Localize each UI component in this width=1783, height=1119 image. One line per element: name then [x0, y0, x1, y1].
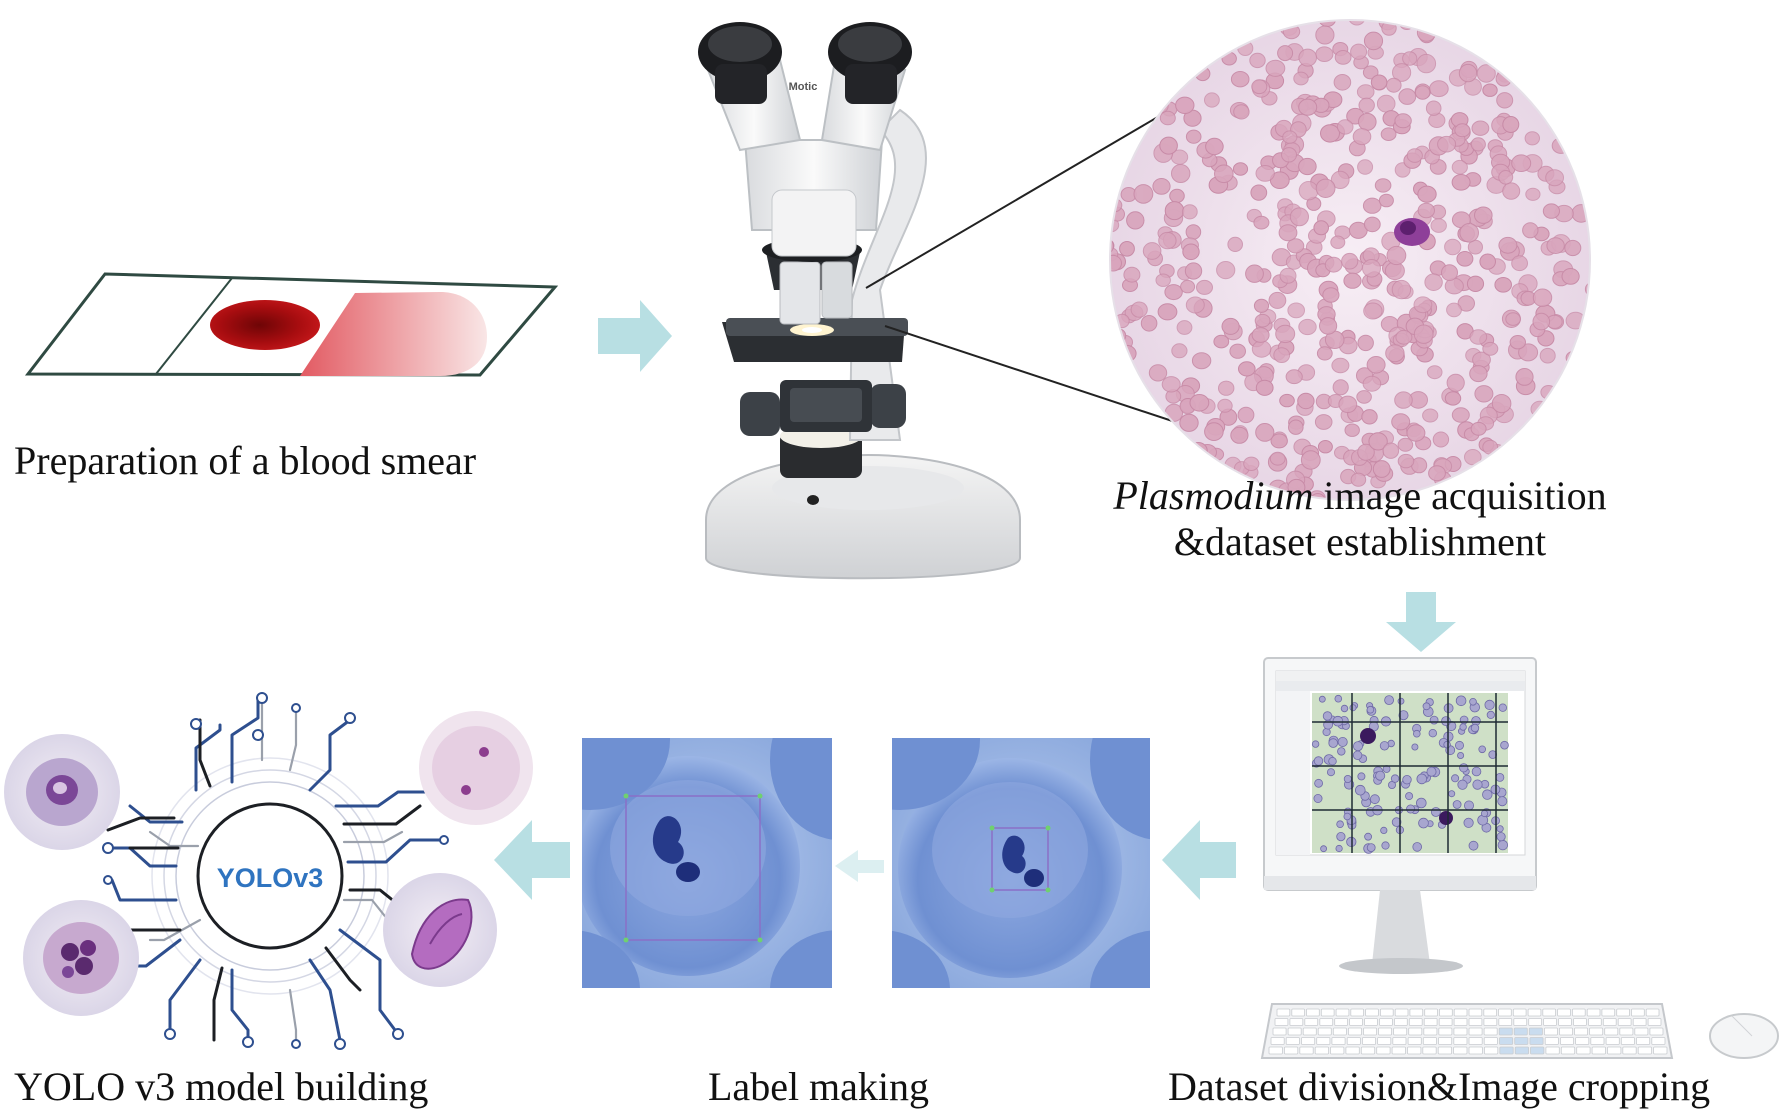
parasite-thumbnail-ring [4, 734, 120, 850]
caption-yolo-building: YOLO v3 model building [14, 1064, 428, 1110]
caption-dataset-establishment: &dataset establishment [1040, 519, 1680, 565]
parasite-thumbnail-schizont [23, 900, 139, 1016]
caption-label-making: Label making [708, 1064, 929, 1110]
caption-plasmodium-italic: Plasmodium [1113, 473, 1313, 518]
caption-dataset-division: Dataset division&Image cropping [1168, 1064, 1710, 1110]
caption-acquisition-rest: image acquisition [1313, 473, 1606, 518]
arrow-acquisition-to-dataset [1386, 592, 1456, 652]
arrow-smear-to-microscope [598, 300, 672, 372]
computer [1262, 658, 1778, 1058]
arrow-label-to-yolo [494, 820, 570, 900]
blood-smear-slide [28, 274, 555, 376]
arrow-crop-to-label [835, 850, 884, 882]
caption-blood-smear: Preparation of a blood smear [14, 438, 476, 484]
caption-image-acquisition: Plasmodium image acquisition &dataset es… [1040, 473, 1680, 565]
microscope: Motic [698, 22, 1020, 578]
microscopic-field [1098, 9, 1600, 508]
parasite-thumbnail-trophozoite [419, 711, 533, 825]
arrow-dataset-to-crop [1162, 820, 1236, 900]
yolo-hub-label: YOLOv3 [217, 863, 324, 893]
microscope-brand-label: Motic [789, 81, 818, 93]
parasite-thumbnail-gametocyte [383, 873, 497, 987]
